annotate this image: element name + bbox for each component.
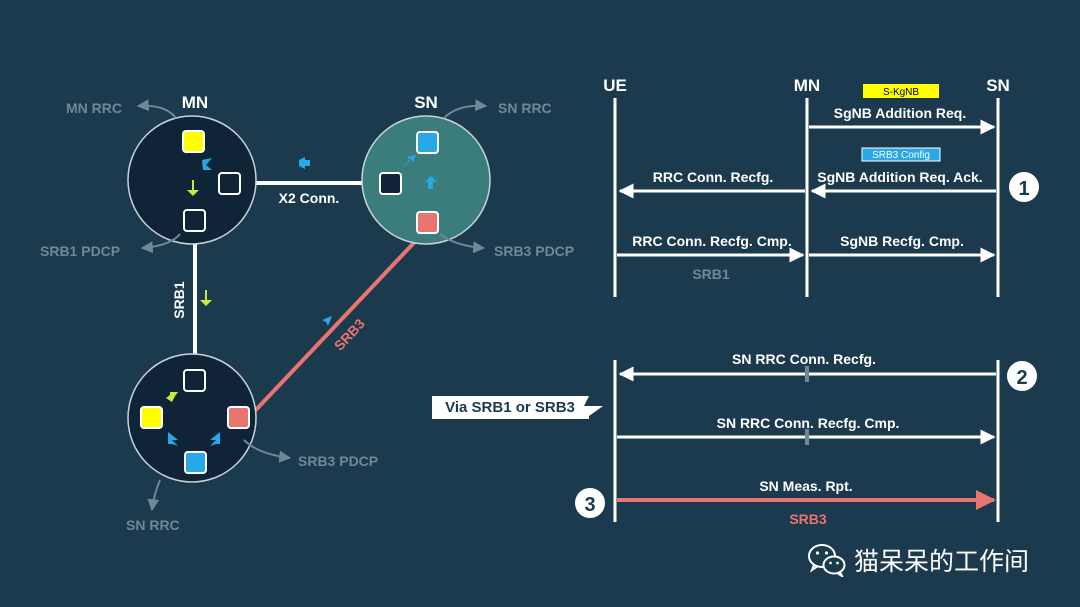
- step-1-badge: [1007, 170, 1041, 204]
- mn-srb1-pdcp-square: [183, 209, 206, 232]
- arrow-icon: [187, 180, 199, 196]
- ue-mn-rrc-square: [140, 406, 163, 429]
- step-2: 2: [1016, 367, 1027, 389]
- entity-ue: UE: [603, 76, 627, 95]
- entity-mn: MN: [794, 76, 820, 95]
- srb1-note: SRB1: [692, 266, 730, 282]
- flow-arrows: [166, 155, 437, 446]
- sn-rrc-square: [416, 131, 439, 154]
- sn-x2-port: [379, 172, 402, 195]
- srb3-note: SRB3: [789, 511, 827, 527]
- msg-rrc-recfg: RRC Conn. Recfg.: [653, 169, 774, 185]
- mn-title: MN: [182, 93, 208, 112]
- msg-sn-meas-rpt: SN Meas. Rpt.: [759, 478, 852, 494]
- config-tag: SRB3 Config: [872, 150, 930, 161]
- mn-rrc-square: [182, 130, 205, 153]
- mn-passthrough-tick: [805, 429, 809, 445]
- x2-label: X2 Conn.: [279, 190, 340, 206]
- sn-rrc-label-top: SN RRC: [498, 100, 552, 116]
- ue-srb3-pdcp-square: [227, 406, 250, 429]
- ue-srb1-port: [183, 369, 206, 392]
- msg-sgnb-add-req: SgNB Addition Req.: [834, 105, 966, 121]
- key-tag-box: [863, 84, 939, 98]
- msg-sgnb-recfg-cmp: SgNB Recfg. Cmp.: [840, 233, 964, 249]
- wechat-icon: [808, 544, 846, 577]
- msg-sn-rrc-recfg: SN RRC Conn. Recfg.: [732, 351, 876, 367]
- srb3-link-label: SRB3: [331, 315, 368, 353]
- step-3: 3: [584, 494, 595, 516]
- sn-node: [361, 115, 491, 245]
- step-1: 1: [1018, 178, 1029, 200]
- arrow-icon: [322, 316, 332, 326]
- srb3-link: [250, 228, 428, 416]
- srb3-pdcp-label-top: SRB3 PDCP: [494, 243, 574, 259]
- srb1-pdcp-label: SRB1 PDCP: [40, 243, 120, 259]
- ue-node: [127, 353, 257, 483]
- sn-title: SN: [414, 93, 438, 112]
- key-tag: S-KgNB: [883, 87, 919, 98]
- leader-lines: [136, 99, 488, 512]
- sn-rrc-label-bottom: SN RRC: [126, 517, 180, 533]
- msg-sgnb-add-ack: SgNB Addition Req. Ack.: [817, 169, 982, 185]
- sequence-diagram-bottom: SN RRC Conn. Recfg. SN RRC Conn. Recfg. …: [432, 351, 1039, 527]
- arrow-icon: [425, 176, 437, 190]
- msg-sn-rrc-recfg-cmp: SN RRC Conn. Recfg. Cmp.: [717, 415, 900, 431]
- step-3-badge: [573, 486, 607, 520]
- arrow-icon: [403, 155, 416, 168]
- sn-srb3-pdcp-square: [416, 211, 439, 234]
- mn-passthrough-tick: [805, 366, 809, 382]
- watermark: 猫呆呆的工作间: [808, 540, 1029, 580]
- via-callout: Via SRB1 or SRB3: [445, 399, 575, 416]
- arrow-icon: [200, 290, 212, 306]
- arrow-icon: [166, 392, 178, 402]
- topology-diagram: MN SN MN RRC SN RRC SRB1 PDCP SRB3 PDCP …: [40, 93, 574, 533]
- sequence-diagram-top: UE MN SN S-KgNB SgNB Addition Req. SRB3 …: [603, 76, 1041, 297]
- ue-sn-rrc-square: [184, 451, 207, 474]
- mn-x2-port: [218, 172, 241, 195]
- arrow-icon: [428, 182, 433, 189]
- watermark-text: 猫呆呆的工作间: [854, 547, 1030, 576]
- via-callout-shape: [432, 396, 603, 419]
- arrow-icon: [202, 158, 212, 170]
- msg-rrc-recfg-cmp: RRC Conn. Recfg. Cmp.: [632, 233, 791, 249]
- srb3-pdcp-label-bottom: SRB3 PDCP: [298, 453, 378, 469]
- arrow-icon: [299, 157, 310, 169]
- srb1-link-label: SRB1: [171, 281, 187, 319]
- step-2-badge: [1005, 359, 1039, 393]
- mn-rrc-label: MN RRC: [66, 100, 122, 116]
- arrow-icon: [168, 432, 178, 446]
- entity-sn: SN: [986, 76, 1010, 95]
- config-tag-box: [861, 147, 941, 162]
- arrow-icon: [210, 432, 220, 446]
